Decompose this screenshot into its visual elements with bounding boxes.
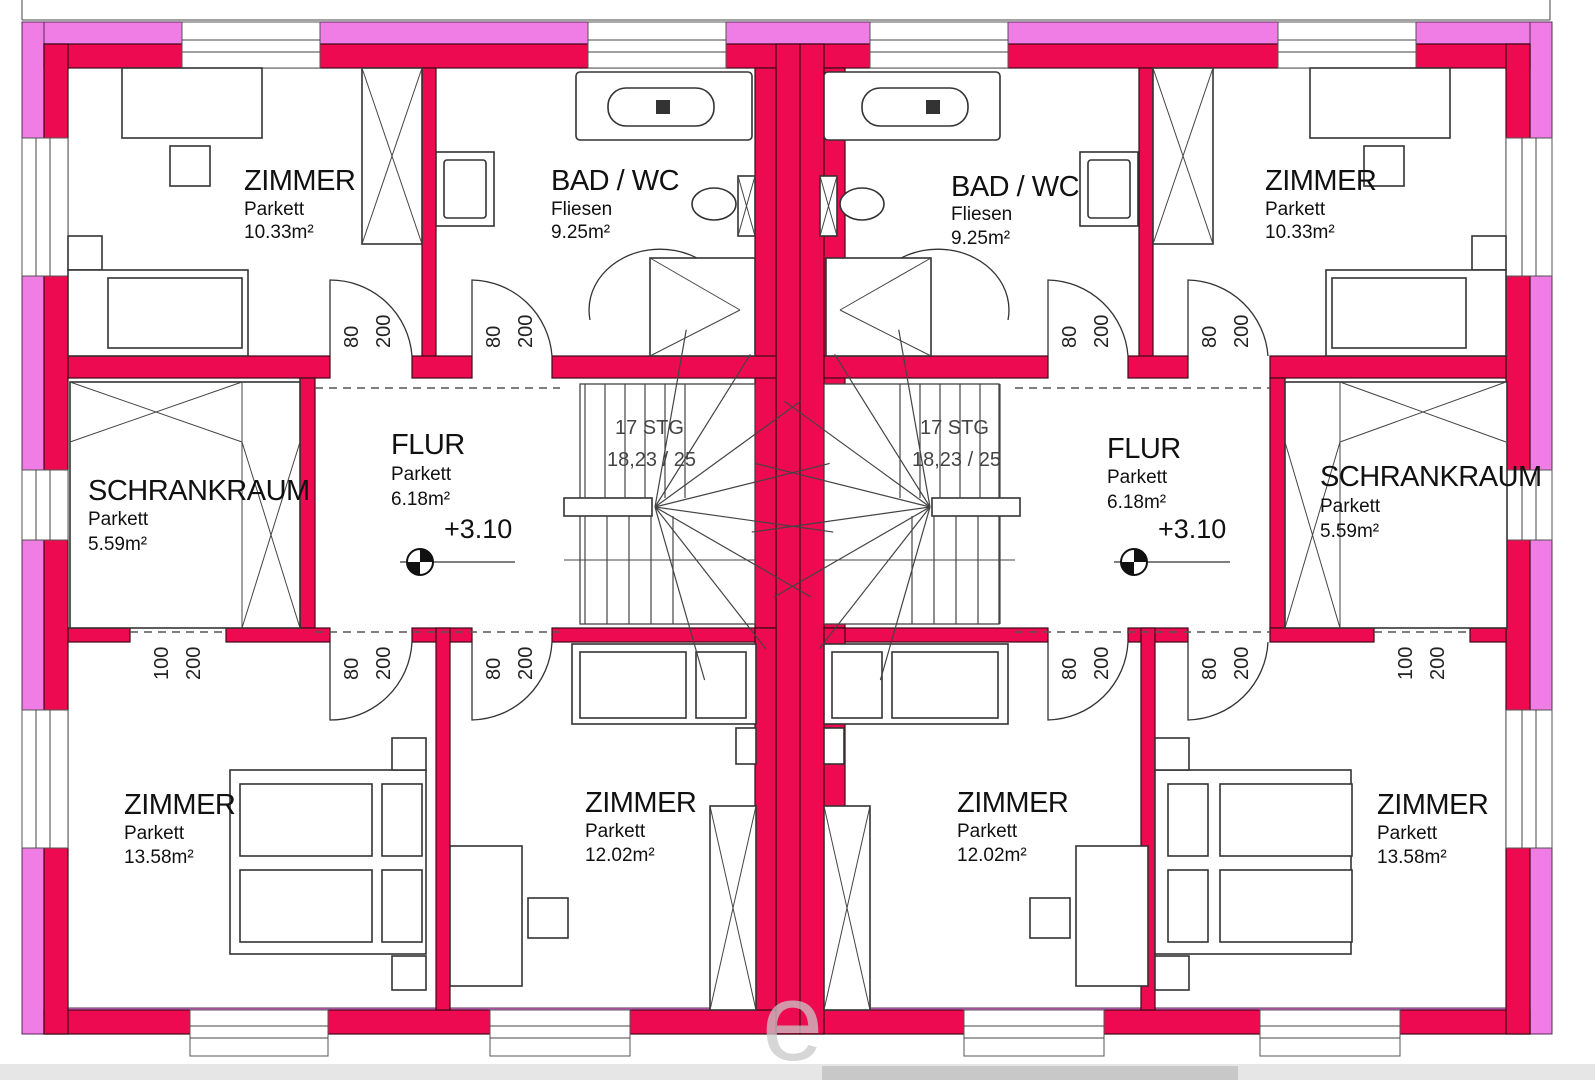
room-name: ZIMMER — [1265, 165, 1376, 197]
room-floor: Parkett — [1320, 496, 1381, 517]
room-area: 12.02m² — [957, 845, 1027, 866]
door-width: 80 — [1059, 326, 1081, 348]
door-height: 200 — [515, 315, 537, 348]
room-floor: Parkett — [957, 821, 1018, 842]
stair-tread — [654, 400, 801, 508]
stair-tread — [654, 329, 687, 508]
stair-tread — [879, 506, 931, 681]
room-area: 6.18m² — [1107, 492, 1166, 513]
room-floor: Fliesen — [951, 204, 1012, 225]
room-name: FLUR — [1107, 433, 1181, 465]
room-area: 12.02m² — [585, 845, 655, 866]
level-marker: +3.10 — [1158, 514, 1226, 544]
room-area: 10.33m² — [1265, 222, 1335, 243]
door-width: 80 — [1059, 658, 1081, 680]
room-name: ZIMMER — [957, 787, 1068, 819]
door-width: 100 — [1395, 647, 1417, 680]
stair-steps: 17 STG — [920, 417, 989, 439]
room-name: ZIMMER — [585, 787, 696, 819]
level-symbol-left — [400, 548, 515, 576]
room-floor: Parkett — [585, 821, 646, 842]
door-height: 200 — [373, 315, 395, 348]
room-name: FLUR — [391, 429, 465, 461]
door-height: 200 — [1231, 647, 1253, 680]
room-floor: Parkett — [244, 199, 305, 220]
stair-tread — [654, 506, 706, 681]
stair-tread — [654, 506, 834, 533]
stair-tread — [773, 506, 931, 598]
room-name: ZIMMER — [244, 165, 355, 197]
level-symbol-right — [1114, 548, 1230, 576]
room-name: SCHRANKRAUM — [88, 475, 310, 507]
stair-tread — [751, 506, 931, 533]
room-name: ZIMMER — [124, 789, 235, 821]
staircase-left — [584, 329, 834, 681]
room-area: 10.33m² — [244, 222, 314, 243]
watermark-logo: e — [762, 961, 823, 1080]
door-dimensions: 80 200 80 200 80 200 80 200 100 200 80 2… — [151, 315, 1449, 680]
door-width: 80 — [341, 658, 363, 680]
room-floor: Fliesen — [551, 199, 612, 220]
room-floor: Parkett — [88, 509, 149, 530]
stair-tread — [755, 462, 931, 508]
stair-tread — [834, 354, 931, 508]
room-area: 9.25m² — [551, 222, 610, 243]
door-height: 200 — [183, 647, 205, 680]
furniture — [67, 67, 1508, 1011]
door-height: 200 — [373, 647, 395, 680]
door-width: 80 — [1199, 658, 1221, 680]
stair-tread — [784, 400, 931, 508]
room-area: 13.58m² — [1377, 847, 1447, 868]
door-height: 200 — [515, 647, 537, 680]
stair-tread — [654, 354, 751, 508]
door-height: 200 — [1091, 647, 1113, 680]
stair-tread — [898, 329, 931, 508]
room-area: 5.59m² — [88, 534, 147, 555]
staircase-right — [751, 329, 1001, 681]
windows — [21, 21, 1553, 1057]
stair-ratio: 18,23 / 25 — [912, 449, 1001, 471]
room-name: SCHRANKRAUM — [1320, 461, 1542, 493]
room-name: BAD / WC — [551, 165, 679, 197]
room-name: BAD / WC — [951, 171, 1079, 203]
room-floor: Parkett — [391, 464, 452, 485]
door-height: 200 — [1231, 315, 1253, 348]
room-area: 13.58m² — [124, 847, 194, 868]
door-width: 80 — [483, 326, 505, 348]
room-floor: Parkett — [124, 823, 185, 844]
door-width: 80 — [1199, 326, 1221, 348]
level-marker: +3.10 — [444, 514, 512, 544]
room-floor: Parkett — [1107, 467, 1168, 488]
door-width: 100 — [151, 647, 173, 680]
stair-tread — [654, 506, 812, 598]
scrollbar-thumb[interactable] — [822, 1066, 1238, 1080]
room-area: 9.25m² — [951, 228, 1010, 249]
room-floor: Parkett — [1377, 823, 1438, 844]
room-area: 5.59m² — [1320, 521, 1379, 542]
stair-steps: 17 STG — [615, 417, 684, 439]
room-floor: Parkett — [1265, 199, 1326, 220]
door-width: 80 — [483, 658, 505, 680]
stair-ratio: 18,23 / 25 — [607, 449, 696, 471]
room-labels: ZIMMER Parkett 10.33m² BAD / WC Fliesen … — [88, 165, 1542, 868]
door-height: 200 — [1427, 647, 1449, 680]
door-height: 200 — [1091, 315, 1113, 348]
door-width: 80 — [341, 326, 363, 348]
room-name: ZIMMER — [1377, 789, 1488, 821]
room-area: 6.18m² — [391, 489, 450, 510]
stair-tread — [654, 462, 830, 508]
